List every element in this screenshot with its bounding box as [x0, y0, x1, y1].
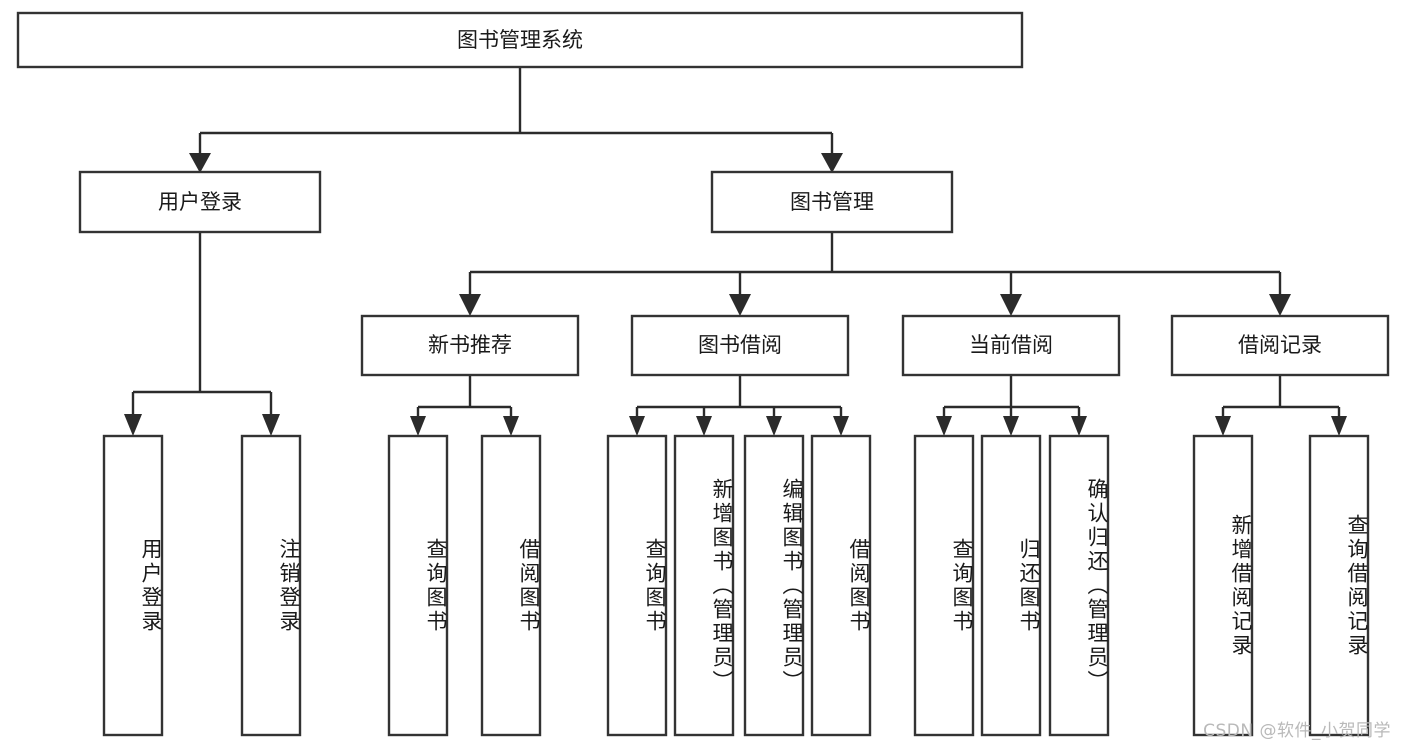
arrowhead-user-login: [189, 153, 211, 173]
leaf-box-new-book-1[interactable]: [387, 434, 449, 737]
arrowhead-book-manage: [821, 153, 843, 173]
connectors-book-manage-to-level3: [459, 232, 1291, 316]
arrowhead-new-book-leaf2: [503, 416, 519, 436]
node-user-login-label: 用户登录: [158, 190, 242, 214]
node-current-borrow-label: 当前借阅: [969, 333, 1053, 357]
leaf-box-borrow-record-1[interactable]: [1192, 434, 1254, 737]
leaf-box-book-borrow-1[interactable]: [606, 434, 668, 737]
node-user-login[interactable]: 用户登录: [78, 170, 322, 234]
connectors-current-borrow-to-leaves: [936, 375, 1087, 436]
arrowhead-borrow-record-leaf1: [1215, 416, 1231, 436]
arrowhead-current-borrow-leaf1: [936, 416, 952, 436]
node-new-book-recommend[interactable]: 新书推荐: [360, 314, 580, 377]
leaf-boxes-book-borrow: [606, 434, 872, 737]
connectors-root-to-level2: [189, 67, 843, 173]
leaf-boxes-user-login: [102, 434, 302, 737]
node-current-borrow-box[interactable]: [901, 314, 1121, 377]
leaf-boxes-new-book-recommend: [387, 434, 542, 737]
arrowhead-book-borrow-leaf1: [629, 416, 645, 436]
node-book-borrow-box[interactable]: [630, 314, 850, 377]
leaf-box-new-book-2[interactable]: [480, 434, 542, 737]
arrowhead-borrow-record: [1269, 294, 1291, 316]
leaf-boxes-borrow-record: [1192, 434, 1370, 737]
connectors-user-login-to-leaves: [124, 232, 280, 436]
arrowhead-user-login-leaf1: [124, 414, 142, 436]
connectors-borrow-record-to-leaves: [1215, 375, 1347, 436]
node-book-borrow-label: 图书借阅: [698, 333, 782, 357]
leaf-boxes-current-borrow: [913, 434, 1110, 737]
node-book-manage[interactable]: 图书管理: [710, 170, 954, 234]
node-book-manage-box[interactable]: [710, 170, 954, 234]
connectors-book-borrow-to-leaves: [629, 375, 849, 436]
arrowhead-current-borrow-leaf2: [1003, 416, 1019, 436]
node-borrow-record-label: 借阅记录: [1238, 333, 1322, 357]
arrowhead-borrow-record-leaf2: [1331, 416, 1347, 436]
leaf-box-user-login-1[interactable]: [102, 434, 164, 737]
arrowhead-book-borrow-leaf4: [833, 416, 849, 436]
node-root[interactable]: 图书管理系统: [16, 11, 1024, 69]
arrowhead-book-borrow-leaf3: [766, 416, 782, 436]
node-new-book-recommend-box[interactable]: [360, 314, 580, 377]
leaf-box-book-borrow-3[interactable]: [743, 434, 805, 737]
node-root-box[interactable]: [16, 11, 1024, 69]
leaf-box-book-borrow-2[interactable]: [673, 434, 735, 737]
node-borrow-record[interactable]: 借阅记录: [1170, 314, 1390, 377]
node-user-login-box[interactable]: [78, 170, 322, 234]
arrowhead-book-borrow: [729, 294, 751, 316]
node-book-manage-label: 图书管理: [790, 190, 874, 214]
leaf-box-user-login-2[interactable]: [240, 434, 302, 737]
arrowhead-new-book: [459, 294, 481, 316]
leaf-box-borrow-record-2[interactable]: [1308, 434, 1370, 737]
node-root-label: 图书管理系统: [457, 28, 583, 52]
arrowhead-book-borrow-leaf2: [696, 416, 712, 436]
arrowhead-user-login-leaf2: [262, 414, 280, 436]
leaf-box-current-borrow-3[interactable]: [1048, 434, 1110, 737]
node-current-borrow[interactable]: 当前借阅: [901, 314, 1121, 377]
arrowhead-new-book-leaf1: [410, 416, 426, 436]
leaf-box-current-borrow-2[interactable]: [980, 434, 1042, 737]
node-new-book-recommend-label: 新书推荐: [428, 333, 512, 357]
arrowhead-current-borrow: [1000, 294, 1022, 316]
csdn-watermark: CSDN @软件_小贺同学: [1203, 721, 1391, 741]
arrowhead-current-borrow-leaf3: [1071, 416, 1087, 436]
leaf-box-current-borrow-1[interactable]: [913, 434, 975, 737]
connectors-new-book-to-leaves: [410, 375, 519, 436]
node-borrow-record-box[interactable]: [1170, 314, 1390, 377]
node-book-borrow[interactable]: 图书借阅: [630, 314, 850, 377]
leaf-box-book-borrow-4[interactable]: [810, 434, 872, 737]
